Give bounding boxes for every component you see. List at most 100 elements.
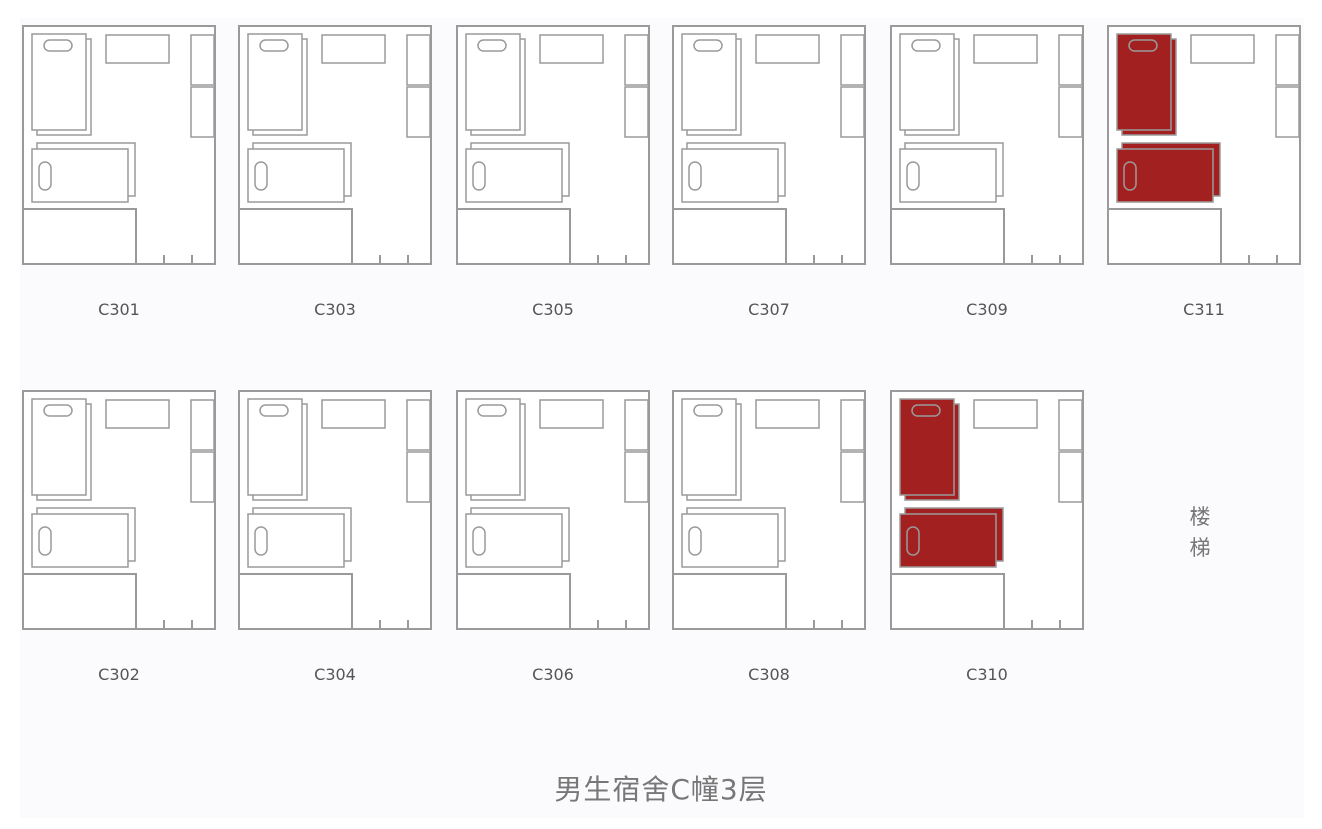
stairs-char-2: 梯	[1189, 536, 1211, 560]
bed-vertical	[247, 33, 303, 131]
pillow-icon	[693, 404, 723, 417]
wardrobe	[1058, 451, 1083, 503]
bed-horizontal	[247, 148, 345, 203]
floor-title: 男生宿舍C幢3层	[554, 773, 768, 806]
wardrobe	[1058, 34, 1083, 86]
desk	[105, 34, 170, 64]
room-c305[interactable]	[456, 25, 650, 265]
wardrobe	[406, 34, 431, 86]
room-c311[interactable]	[1107, 25, 1301, 265]
bed-vertical	[1116, 33, 1172, 131]
desk	[321, 34, 386, 64]
wardrobe	[406, 399, 431, 451]
room-plan	[238, 25, 432, 265]
desk	[755, 34, 820, 64]
wardrobe	[624, 34, 649, 86]
bed-horizontal	[465, 148, 563, 203]
desk	[539, 34, 604, 64]
wardrobe	[406, 451, 431, 503]
room-label: C301	[98, 300, 140, 319]
pillow-icon	[693, 39, 723, 52]
pillow-icon	[259, 39, 289, 52]
wardrobe	[190, 86, 215, 138]
wardrobe	[190, 399, 215, 451]
room-plan	[22, 390, 216, 630]
bed-horizontal	[465, 513, 563, 568]
pillow-icon	[477, 39, 507, 52]
room-c301[interactable]	[22, 25, 216, 265]
bathroom	[456, 208, 571, 265]
room-label: C303	[314, 300, 356, 319]
wardrobe	[190, 451, 215, 503]
pillow-icon	[477, 404, 507, 417]
pillow-icon	[472, 526, 486, 556]
pillow-icon	[259, 404, 289, 417]
pillow-icon	[1128, 39, 1158, 52]
desk	[973, 34, 1038, 64]
wardrobe	[840, 86, 865, 138]
bathroom	[672, 208, 787, 265]
bathroom	[238, 573, 353, 630]
room-label: C302	[98, 665, 140, 684]
room-plan	[890, 25, 1084, 265]
bed-horizontal	[681, 148, 779, 203]
room-label: C311	[1183, 300, 1225, 319]
bathroom	[890, 573, 1005, 630]
pillow-icon	[1123, 161, 1137, 191]
wardrobe	[1275, 86, 1300, 138]
pillow-icon	[472, 161, 486, 191]
pillow-icon	[688, 161, 702, 191]
room-c310[interactable]	[890, 390, 1084, 630]
room-c303[interactable]	[238, 25, 432, 265]
wardrobe	[1058, 86, 1083, 138]
room-plan	[890, 390, 1084, 630]
pillow-icon	[688, 526, 702, 556]
pillow-icon	[906, 526, 920, 556]
wardrobe	[624, 399, 649, 451]
bed-vertical	[899, 33, 955, 131]
room-c306[interactable]	[456, 390, 650, 630]
bathroom	[456, 573, 571, 630]
bathroom	[1107, 208, 1222, 265]
wardrobe	[840, 34, 865, 86]
room-c304[interactable]	[238, 390, 432, 630]
bathroom	[22, 573, 137, 630]
wardrobe	[406, 86, 431, 138]
room-label: C306	[532, 665, 574, 684]
room-label: C310	[966, 665, 1008, 684]
pillow-icon	[43, 404, 73, 417]
bed-vertical	[465, 33, 521, 131]
room-c307[interactable]	[672, 25, 866, 265]
wardrobe	[624, 86, 649, 138]
wardrobe	[840, 451, 865, 503]
bed-horizontal	[899, 148, 997, 203]
wardrobe	[1275, 34, 1300, 86]
room-c302[interactable]	[22, 390, 216, 630]
bed-vertical	[465, 398, 521, 496]
room-c309[interactable]	[890, 25, 1084, 265]
bed-horizontal	[681, 513, 779, 568]
bed-vertical	[31, 33, 87, 131]
bed-horizontal	[899, 513, 997, 568]
floor-plan-panel	[20, 18, 1304, 818]
room-label: C307	[748, 300, 790, 319]
bed-horizontal	[31, 148, 129, 203]
room-plan	[456, 25, 650, 265]
room-plan	[22, 25, 216, 265]
room-label: C304	[314, 665, 356, 684]
bed-horizontal	[31, 513, 129, 568]
room-plan	[1107, 25, 1301, 265]
pillow-icon	[38, 526, 52, 556]
bed-vertical	[31, 398, 87, 496]
pillow-icon	[906, 161, 920, 191]
stairs-label: 楼 梯	[1180, 502, 1220, 564]
room-c308[interactable]	[672, 390, 866, 630]
pillow-icon	[254, 161, 268, 191]
stairs-char-1: 楼	[1189, 505, 1211, 529]
room-plan	[672, 25, 866, 265]
pillow-icon	[43, 39, 73, 52]
desk	[755, 399, 820, 429]
bed-vertical	[681, 398, 737, 496]
wardrobe	[840, 399, 865, 451]
pillow-icon	[254, 526, 268, 556]
